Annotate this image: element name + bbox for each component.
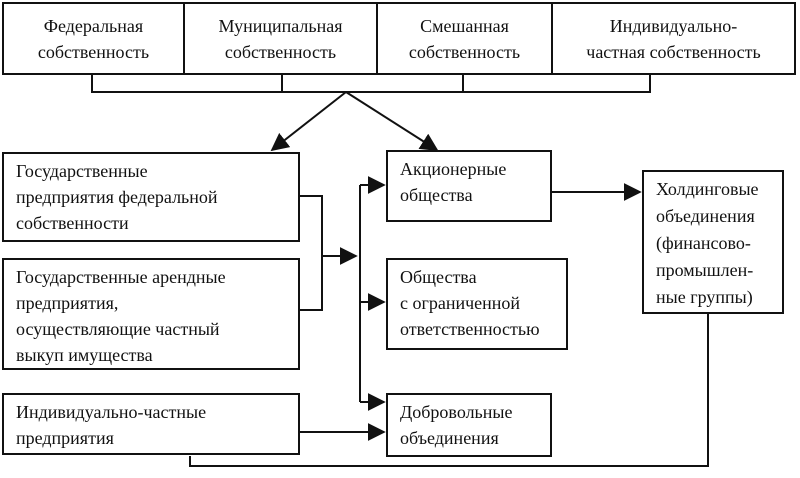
individual-private-enterprises-box: Индивидуально-частные предприятия bbox=[2, 393, 300, 455]
state-lease-enterprises-box: Государственные арендные предприятия, ос… bbox=[2, 258, 300, 370]
arrow-to-state-enterprises bbox=[270, 91, 347, 152]
state-federal-enterprises-box: Государственные предприятия федеральной … bbox=[2, 152, 300, 242]
holding-groups-box: Холдинговые объединения (финансово- пром… bbox=[642, 170, 784, 314]
ownership-bracket-line bbox=[91, 74, 651, 93]
voluntary-associations-box: Добровольные объединения bbox=[386, 393, 552, 457]
left-group-bracket bbox=[300, 195, 323, 311]
joint-stock-companies-box: Акционерные общества bbox=[386, 150, 552, 222]
ownership-federal: Федеральная собственность bbox=[2, 2, 185, 75]
llc-box: Общества с ограниченной ответственностью bbox=[386, 258, 568, 350]
arrow-to-joint-stock bbox=[345, 91, 439, 151]
ownership-mixed: Смешанная собственность bbox=[376, 2, 553, 75]
holding-feedback-line bbox=[189, 314, 709, 467]
ownership-municipal: Муниципальная собственность bbox=[183, 2, 378, 75]
ownership-individual-private: Индивидуально- частная собственность bbox=[551, 2, 796, 75]
